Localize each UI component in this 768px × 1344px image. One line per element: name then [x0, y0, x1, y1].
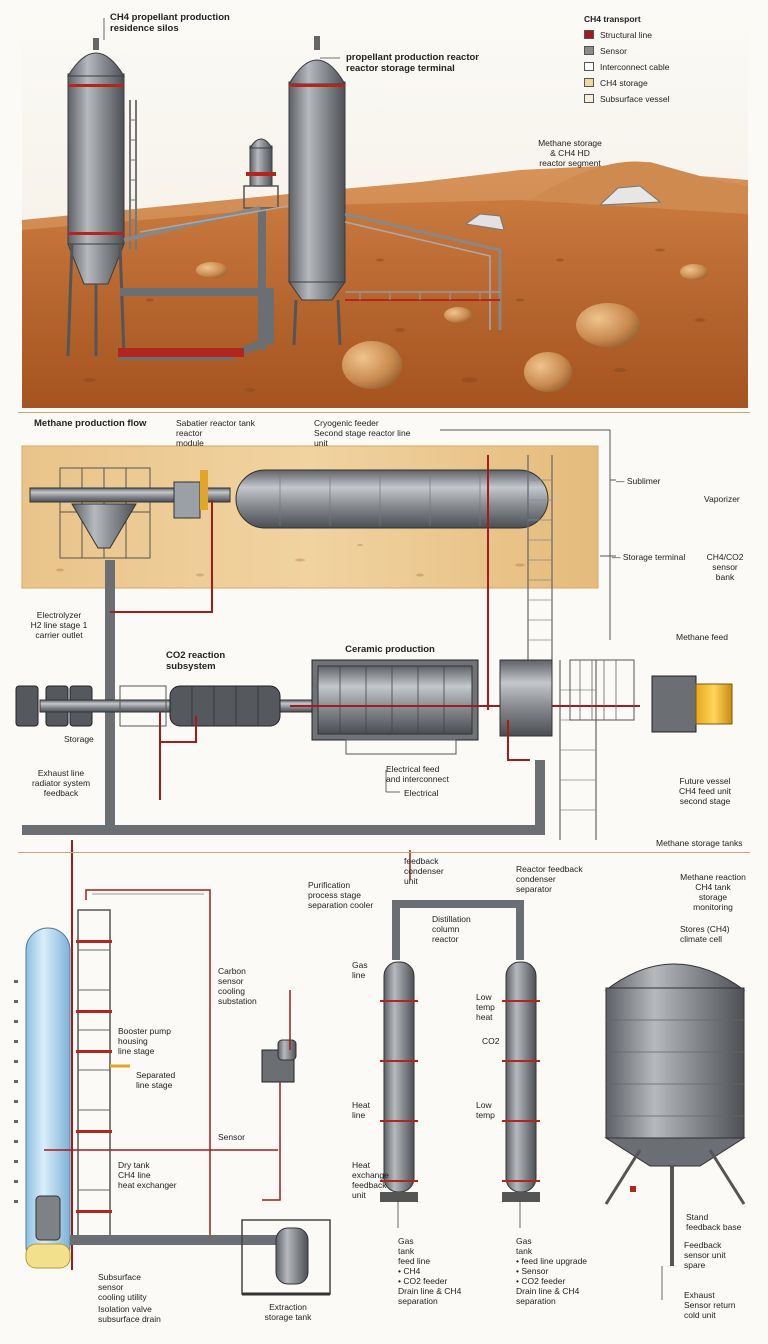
legend-item: CH4 storage: [584, 76, 756, 89]
label-sabatier: Sabatier reactor tank reactor module: [176, 418, 255, 448]
legend-swatch: [584, 62, 594, 71]
label-flow-title: Methane production flow: [34, 418, 147, 429]
label-low-temp-heat: Low temp heat: [476, 992, 495, 1022]
label-co2: CO2: [482, 1036, 500, 1046]
label-booster-pump: Booster pump housing line stage: [118, 1026, 171, 1056]
label-exhaust-sensor: Exhaust Sensor return cold unit: [684, 1290, 736, 1320]
label-carbon-sensor: Carbon sensor cooling substation: [218, 966, 257, 1006]
legend-title: CH4 transport: [584, 14, 641, 24]
label-methane-feed: Methane feed: [676, 632, 728, 642]
label-silos: CH4 propellant production residence silo…: [110, 12, 230, 34]
label-reactor: propellant production reactor reactor st…: [346, 52, 480, 74]
label-feedback-condenser: feedback condenser unit: [404, 856, 444, 886]
label-sensor-bank: CH4/CO2 sensor bank: [706, 552, 744, 582]
label-gas-tank-1: Gas tank feed line • CH4 • CO2 feeder Dr…: [398, 1236, 462, 1306]
label-cryogenic-feeder: Cryogenic feeder Second stage reactor li…: [314, 418, 411, 448]
legend-swatch: [584, 94, 594, 103]
label-co2-reaction: CO2 reaction subsystem: [166, 650, 226, 672]
divider-1: [18, 412, 750, 413]
legend-item: Sensor: [584, 44, 756, 57]
legend-label: Subsurface vessel: [600, 93, 670, 104]
label-methane-reaction: Methane reaction CH4 tank storage monito…: [680, 872, 746, 912]
label-gas-line: Gas line: [352, 960, 368, 980]
label-future-vessel: Future vessel CH4 feed unit second stage: [679, 776, 731, 806]
label-stand: Stand feedback base: [686, 1212, 742, 1232]
legend-swatch: [584, 78, 594, 87]
label-vaporizer: Vaporizer: [704, 494, 740, 504]
label-sensor: Sensor: [218, 1132, 245, 1142]
label-exhaust: Exhaust line radiator system feedback: [31, 768, 91, 798]
legend-label: CH4 storage: [600, 77, 648, 88]
label-dry-tank: Dry tank CH4 line heat exchanger: [118, 1160, 177, 1190]
label-reactor-feedback: Reactor feedback condenser separator: [516, 864, 583, 894]
label-gas-tank-2: Gas tank • feed line upgrade • Sensor • …: [516, 1236, 588, 1306]
label-distillation: Distillation column reactor: [432, 914, 471, 944]
label-storage: Storage: [64, 734, 94, 744]
legend: CH4 transport Structural line Sensor Int…: [584, 14, 756, 108]
label-isolation-valve: Isolation valve subsurface drain: [98, 1304, 161, 1324]
label-methane-tanks: Methane storage tanks: [656, 838, 743, 848]
legend-item: Structural line: [584, 28, 756, 41]
panel-3-equipment: [14, 840, 746, 1300]
divider-2: [18, 852, 750, 853]
legend-label: Sensor: [600, 45, 627, 56]
label-storage-terminal: — Storage terminal: [612, 552, 686, 562]
legend-label: Interconnect cable: [600, 61, 670, 72]
label-feedback-sensor: Feedback sensor unit spare: [684, 1240, 726, 1270]
label-methane-storage: Methane storage & CH4 HD reactor segment: [538, 138, 602, 168]
label-heat-line: Heat line: [352, 1100, 370, 1120]
label-extraction: Extraction storage tank: [264, 1302, 312, 1322]
label-electrolyzer: Electrolyzer H2 line stage 1 carrier out…: [30, 610, 88, 640]
label-stores-ch4: Stores (CH4) climate cell: [680, 924, 730, 944]
label-electrical: Electrical: [404, 788, 439, 798]
label-electrical-feed: Electrical feed and interconnect: [386, 764, 449, 784]
label-heat-exchange: Heat exchange feedback unit: [352, 1160, 389, 1200]
legend-label: Structural line: [600, 29, 652, 40]
label-ceramic: Ceramic production: [345, 644, 435, 655]
label-subsurface: Subsurface sensor cooling utility: [98, 1272, 147, 1302]
panel-1-landscape: [22, 16, 748, 408]
legend-item: Interconnect cable: [584, 60, 756, 73]
legend-swatch: [584, 30, 594, 39]
legend-swatch: [584, 46, 594, 55]
label-separated: Separated line stage: [136, 1070, 176, 1090]
label-purification: Purification process stage separation co…: [308, 880, 374, 910]
legend-item: Subsurface vessel: [584, 92, 756, 105]
label-sublimer: — Sublimer: [616, 476, 661, 486]
label-low-temp: Low temp: [476, 1100, 495, 1120]
panel-2-flow: [15, 429, 733, 840]
